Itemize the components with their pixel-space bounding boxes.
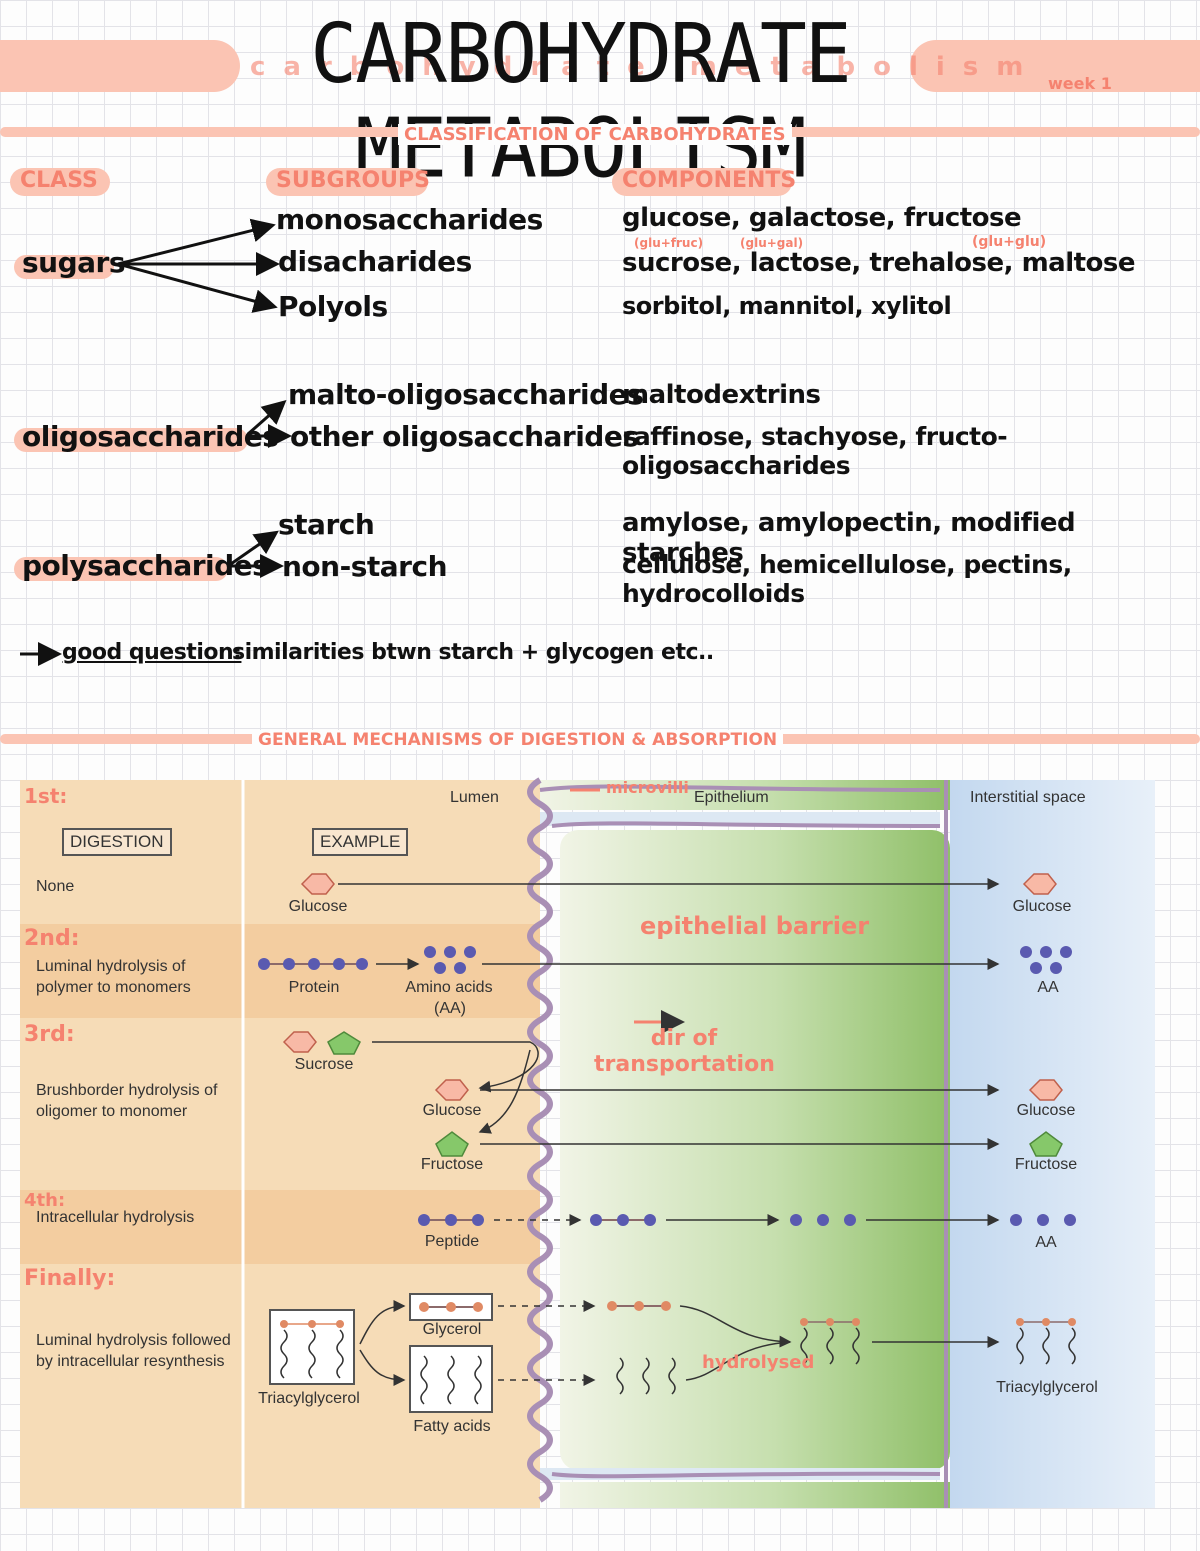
protein-chain-icon bbox=[258, 958, 368, 970]
components-header-bg bbox=[612, 168, 792, 196]
row1-mechanism: None bbox=[36, 878, 75, 895]
glucose-icon-row1 bbox=[300, 873, 335, 895]
subgroup-malto-oligosaccharides: malto-oligosaccharides bbox=[288, 378, 644, 411]
fructose-icon-row3 bbox=[435, 1131, 469, 1157]
epithelium-label: Epithelium bbox=[694, 789, 769, 806]
row5-number: Finally: bbox=[24, 1266, 116, 1291]
digestion-header: DIGESTION bbox=[62, 828, 172, 856]
subgroup-starch: starch bbox=[278, 508, 375, 541]
row4-example-peptide: Peptide bbox=[424, 1233, 480, 1250]
note-hydrolysed: hydrolysed bbox=[702, 1352, 815, 1373]
epithelium-bottom-cap bbox=[560, 1482, 950, 1508]
section1-title: CLASSIFICATION OF CARBOHYDRATES bbox=[398, 124, 792, 145]
section2-title: GENERAL MECHANISMS OF DIGESTION & ABSORP… bbox=[252, 730, 784, 750]
row3-number: 3rd: bbox=[24, 1022, 75, 1047]
peptide-icon-cell bbox=[590, 1214, 656, 1226]
component-non-starch: cellulose, hemicellulose, pectins, hydro… bbox=[622, 550, 1072, 608]
subgroup-other-oligosaccharides: other oligosaccharides bbox=[290, 420, 639, 453]
polysaccharides-highlight bbox=[14, 557, 228, 581]
row5-example-fatty-acids: Fatty acids bbox=[413, 1418, 491, 1435]
arrow-oligo-malto bbox=[247, 400, 287, 436]
row4-out-aa: AA bbox=[1035, 1234, 1057, 1251]
peptide-icon bbox=[418, 1214, 484, 1226]
lumen-label: Lumen bbox=[450, 789, 499, 806]
component-starch: amylose, amylopectin, modified starches bbox=[622, 508, 1076, 568]
subgroup-disacharides: disacharides bbox=[278, 245, 472, 278]
row2-out-aa: AA bbox=[1037, 979, 1059, 996]
class-header-bg bbox=[10, 168, 110, 196]
oligosaccharides-highlight bbox=[14, 428, 248, 452]
subgroups-header: SUBGROUPS bbox=[276, 168, 431, 193]
sucrose-glucose-icon bbox=[282, 1031, 317, 1053]
row2-example-aa-abbr: (AA) bbox=[434, 1000, 466, 1017]
interstitial-label: Interstitial space bbox=[970, 789, 1086, 806]
annotation-maltose: (glu+glu) bbox=[972, 234, 1047, 250]
sugars-highlight bbox=[14, 255, 114, 279]
row2-number: 2nd: bbox=[24, 926, 80, 951]
row-band-4 bbox=[20, 1190, 540, 1264]
row4-number: 4th: bbox=[24, 1190, 66, 1211]
row1-example-glucose: Glucose bbox=[288, 898, 348, 915]
component-monosaccharides: glucose, galactose, fructose bbox=[622, 203, 1022, 233]
row-band-2 bbox=[20, 924, 540, 1018]
row2-mechanism: Luminal hydrolysis of polymer to monomer… bbox=[36, 958, 191, 996]
good-question-label: good question: bbox=[62, 640, 242, 665]
amino-acid-icon bbox=[424, 946, 476, 974]
fructose-icon-out3 bbox=[1029, 1131, 1063, 1157]
row3-out-glucose: Glucose bbox=[1016, 1102, 1076, 1119]
glucose-icon-out3 bbox=[1028, 1079, 1063, 1101]
components-header: COMPONENTS bbox=[622, 168, 797, 193]
component-disaccharides: sucrose, lactose, trehalose, maltose bbox=[622, 248, 1136, 278]
sucrose-fructose-icon bbox=[327, 1031, 361, 1055]
example-header: EXAMPLE bbox=[312, 828, 409, 856]
row5-out-triacylglycerol: Triacylglycerol bbox=[996, 1379, 1098, 1396]
annotation-lactose: (glu+gal) bbox=[740, 236, 804, 250]
subgroup-monosaccharides: monosaccharides bbox=[276, 203, 543, 236]
amino-acid-icon-cell bbox=[790, 1214, 856, 1226]
annotation-sucrose: (glu+fruc) bbox=[634, 236, 704, 250]
component-maltodextrins: maltodextrins bbox=[622, 380, 821, 410]
row3-out-fructose: Fructose bbox=[1014, 1156, 1078, 1173]
row3-example-glucose: Glucose bbox=[422, 1102, 482, 1119]
subgroup-polyols: Polyols bbox=[278, 290, 388, 323]
good-question-text: similarities btwn starch + glycogen etc.… bbox=[232, 640, 714, 665]
digestion-diagram bbox=[20, 777, 1155, 1508]
class-sugars: sugars bbox=[22, 246, 126, 279]
arrow-poly-starch bbox=[227, 530, 279, 568]
row4-mechanism: Intracellular hydrolysis bbox=[36, 1209, 195, 1226]
row5-example-glycerol: Glycerol bbox=[422, 1321, 482, 1338]
header-ghost-subtitle: carbohydrate metabolism bbox=[250, 52, 1042, 82]
classification-arrows bbox=[20, 218, 292, 666]
header-highlight-right bbox=[910, 40, 1200, 92]
row2-example-aa: Amino acids bbox=[405, 979, 493, 996]
row3-mechanism: Brushborder hydrolysis of oligomer to mo… bbox=[36, 1082, 218, 1120]
row1-number: 1st: bbox=[24, 784, 68, 808]
subgroup-non-starch: non-starch bbox=[282, 550, 448, 583]
week-label: week 1 bbox=[1048, 74, 1112, 93]
glucose-icon-row3 bbox=[434, 1079, 469, 1101]
class-header: CLASS bbox=[20, 168, 98, 193]
note-microvilli: microvilli bbox=[606, 778, 689, 797]
class-oligosaccharides: oligosaccharides bbox=[22, 420, 279, 453]
note-epithelial-barrier: epithelial barrier bbox=[640, 912, 870, 940]
row5-example-triacylglycerol: Triacylglycerol bbox=[258, 1390, 360, 1407]
note-direction: dir of transportation bbox=[594, 1026, 775, 1077]
row2-example-protein: Protein bbox=[288, 979, 340, 996]
subgroups-header-bg bbox=[266, 168, 428, 196]
header-highlight-left bbox=[0, 40, 240, 92]
glucose-icon-out1 bbox=[1022, 873, 1057, 895]
row1-out-glucose: Glucose bbox=[1012, 898, 1072, 915]
epithelium-cell bbox=[560, 830, 950, 1470]
component-polyols: sorbitol, mannitol, xylitol bbox=[622, 292, 952, 320]
amino-acid-icon-out2 bbox=[1020, 946, 1072, 974]
amino-acid-icon-out4 bbox=[1010, 1214, 1076, 1226]
component-other-oligosaccharides: raffinose, stachyose, fructo-oligosaccha… bbox=[622, 422, 1008, 480]
row5-mechanism: Luminal hydrolysis followed by intracell… bbox=[36, 1332, 231, 1370]
arrow-sugars-polyol bbox=[117, 262, 278, 313]
row3-example-fructose: Fructose bbox=[420, 1156, 484, 1173]
arrow-sugars-mono bbox=[117, 218, 276, 266]
row3-example-sucrose: Sucrose bbox=[294, 1056, 354, 1073]
